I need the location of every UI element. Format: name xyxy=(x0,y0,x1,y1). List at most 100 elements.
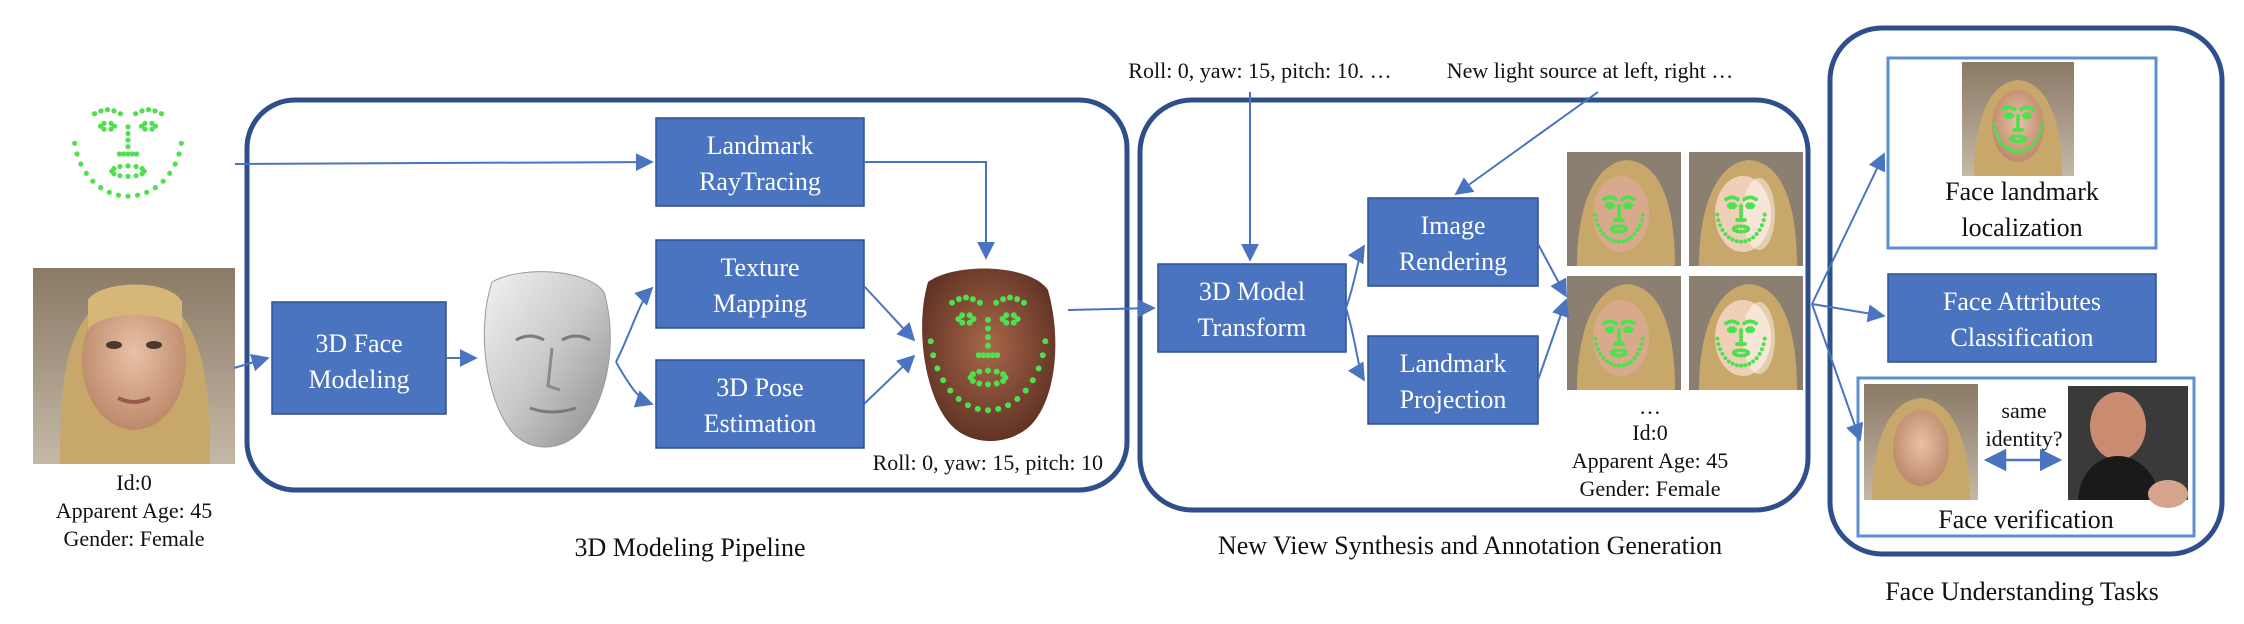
cloud-landmark-dot xyxy=(98,108,104,114)
task-landmark-dot xyxy=(2005,112,2010,117)
task-landmark-dot xyxy=(1997,138,2002,142)
textured-landmark-dot xyxy=(969,371,976,378)
view-landmark-dot xyxy=(1739,328,1743,333)
view-landmark-dot xyxy=(1623,225,1628,230)
textured-landmark-dot xyxy=(985,407,991,414)
projection-line1: Landmark xyxy=(1400,349,1507,378)
cloud-landmark-dot xyxy=(139,165,145,172)
view-landmark-dot xyxy=(1739,210,1743,215)
task-landmark-dot xyxy=(2026,115,2031,120)
cloud-landmark-dot xyxy=(152,185,158,191)
cloud-landmark-dot xyxy=(91,111,98,117)
pipeline-panel xyxy=(244,97,1130,493)
view-landmark-dot xyxy=(1739,348,1743,353)
view-landmark-dot xyxy=(1627,205,1632,210)
synthesis-ellipsis: … xyxy=(1639,394,1661,419)
view-landmark-dot xyxy=(1716,342,1721,347)
attributes-line2: Classification xyxy=(1951,323,2094,352)
view-landmark-dot xyxy=(1623,349,1628,354)
task-landmark-dot xyxy=(2011,149,2016,154)
arrow-rendering-to-views xyxy=(1537,243,1567,298)
task-landmark-dot xyxy=(2034,138,2039,142)
view-landmark-dot xyxy=(1620,229,1625,234)
view-landmark-dot xyxy=(1624,326,1629,331)
view-landmark-dot xyxy=(1759,223,1764,228)
view-landmark-dot xyxy=(1617,204,1621,209)
view-landmark-dot xyxy=(1739,338,1743,343)
landmark-point-cloud xyxy=(72,107,184,199)
textured-landmark-dot xyxy=(963,294,969,301)
view-landmark-dot xyxy=(1604,235,1609,240)
synthesis-gender-label: Gender: Female xyxy=(1579,476,1720,501)
view-landmark-dot xyxy=(1620,342,1625,346)
textured-landmark-dot xyxy=(964,402,971,409)
view-landmark-dot xyxy=(1747,361,1752,366)
task-landmark-dot xyxy=(2008,115,2013,120)
view-landmark-dot xyxy=(1720,228,1725,232)
cloud-landmark-dot xyxy=(104,107,111,113)
view-landmark-dot xyxy=(1608,237,1613,242)
task-landmark-dot xyxy=(2016,120,2020,125)
view-landmark-dot xyxy=(1749,326,1754,331)
view-landmark-dot xyxy=(1637,347,1642,352)
cloud-landmark-dot xyxy=(144,189,150,195)
task-landmark-dot xyxy=(2039,122,2044,127)
view-landmark-dot xyxy=(1617,229,1621,234)
cloud-landmark-dot xyxy=(149,126,155,132)
arrow-transform-to-projection xyxy=(1345,307,1365,382)
view-landmark-dot xyxy=(1762,212,1767,217)
task-landmark-dot xyxy=(2012,107,2017,112)
textured-landmark-dot xyxy=(985,342,991,349)
view-landmark-dot xyxy=(1613,197,1618,202)
task-landmark-dot xyxy=(1993,128,1998,133)
face-modeling-line1: 3D Face xyxy=(315,329,402,358)
tasks-title: Face Understanding Tasks xyxy=(1885,577,2159,606)
view-landmark-dot xyxy=(1745,349,1750,354)
view-landmark-dot xyxy=(1593,336,1598,341)
textured-landmark-dot xyxy=(947,387,954,394)
face-modeling-box: 3D Face Modeling xyxy=(271,301,447,415)
projection-line2: Projection xyxy=(1400,385,1507,414)
textured-landmark-dot xyxy=(1010,319,1017,326)
view-landmark-dot xyxy=(1730,237,1735,242)
cloud-landmark-dot xyxy=(106,189,112,195)
view-landmark-dot xyxy=(1620,353,1625,358)
face-verification-card: same identity? Face verification xyxy=(1856,376,2196,538)
textured-landmark-dot xyxy=(993,380,1000,387)
view-landmark-dot xyxy=(1735,224,1740,229)
textured-landmark-dot xyxy=(966,312,973,319)
task-landmark-dot xyxy=(2024,147,2029,152)
view-landmark-dot xyxy=(1639,342,1644,347)
textured-landmark-dot xyxy=(1035,365,1042,372)
task-landmark-dot xyxy=(2031,142,2036,147)
view-landmark-dot xyxy=(1598,228,1603,232)
cloud-landmark-dot xyxy=(133,163,139,170)
arrow-to-landmark-task xyxy=(1811,152,1886,305)
task-landmark-dot xyxy=(2020,149,2025,154)
cloud-landmark-dot xyxy=(129,151,135,157)
cloud-landmark-dot xyxy=(125,130,131,137)
view-landmark-dot xyxy=(1629,235,1634,240)
view-landmark-dot xyxy=(1621,363,1626,368)
cloud-landmark-dot xyxy=(116,151,122,157)
view-landmark-dot xyxy=(1754,232,1759,237)
view-landmark-dot xyxy=(1742,229,1747,234)
cloud-landmark-dot xyxy=(167,170,173,176)
cloud-landmark-dot xyxy=(152,108,158,114)
view-landmark-dot xyxy=(1739,214,1743,219)
view-landmark-dot xyxy=(1751,235,1756,240)
task-landmark-dot xyxy=(1995,133,2000,138)
cloud-landmark-dot xyxy=(101,120,107,126)
view-landmark-dot xyxy=(1762,336,1767,341)
cloud-landmark-dot xyxy=(125,151,131,157)
same-identity-line2: identity? xyxy=(1986,426,2063,451)
textured-landmark-dot xyxy=(1014,296,1020,303)
textured-landmark-dot xyxy=(985,367,991,374)
view-landmark-dot xyxy=(1627,326,1632,331)
arrow-face-to-transform xyxy=(1067,299,1156,318)
pose-estimation-box: 3D Pose Estimation xyxy=(655,359,865,449)
textured-landmark-dot xyxy=(955,316,962,322)
textured-landmark-dot xyxy=(955,396,962,402)
view-landmark-dot xyxy=(1739,207,1743,212)
cloud-landmark-dot xyxy=(115,192,122,198)
